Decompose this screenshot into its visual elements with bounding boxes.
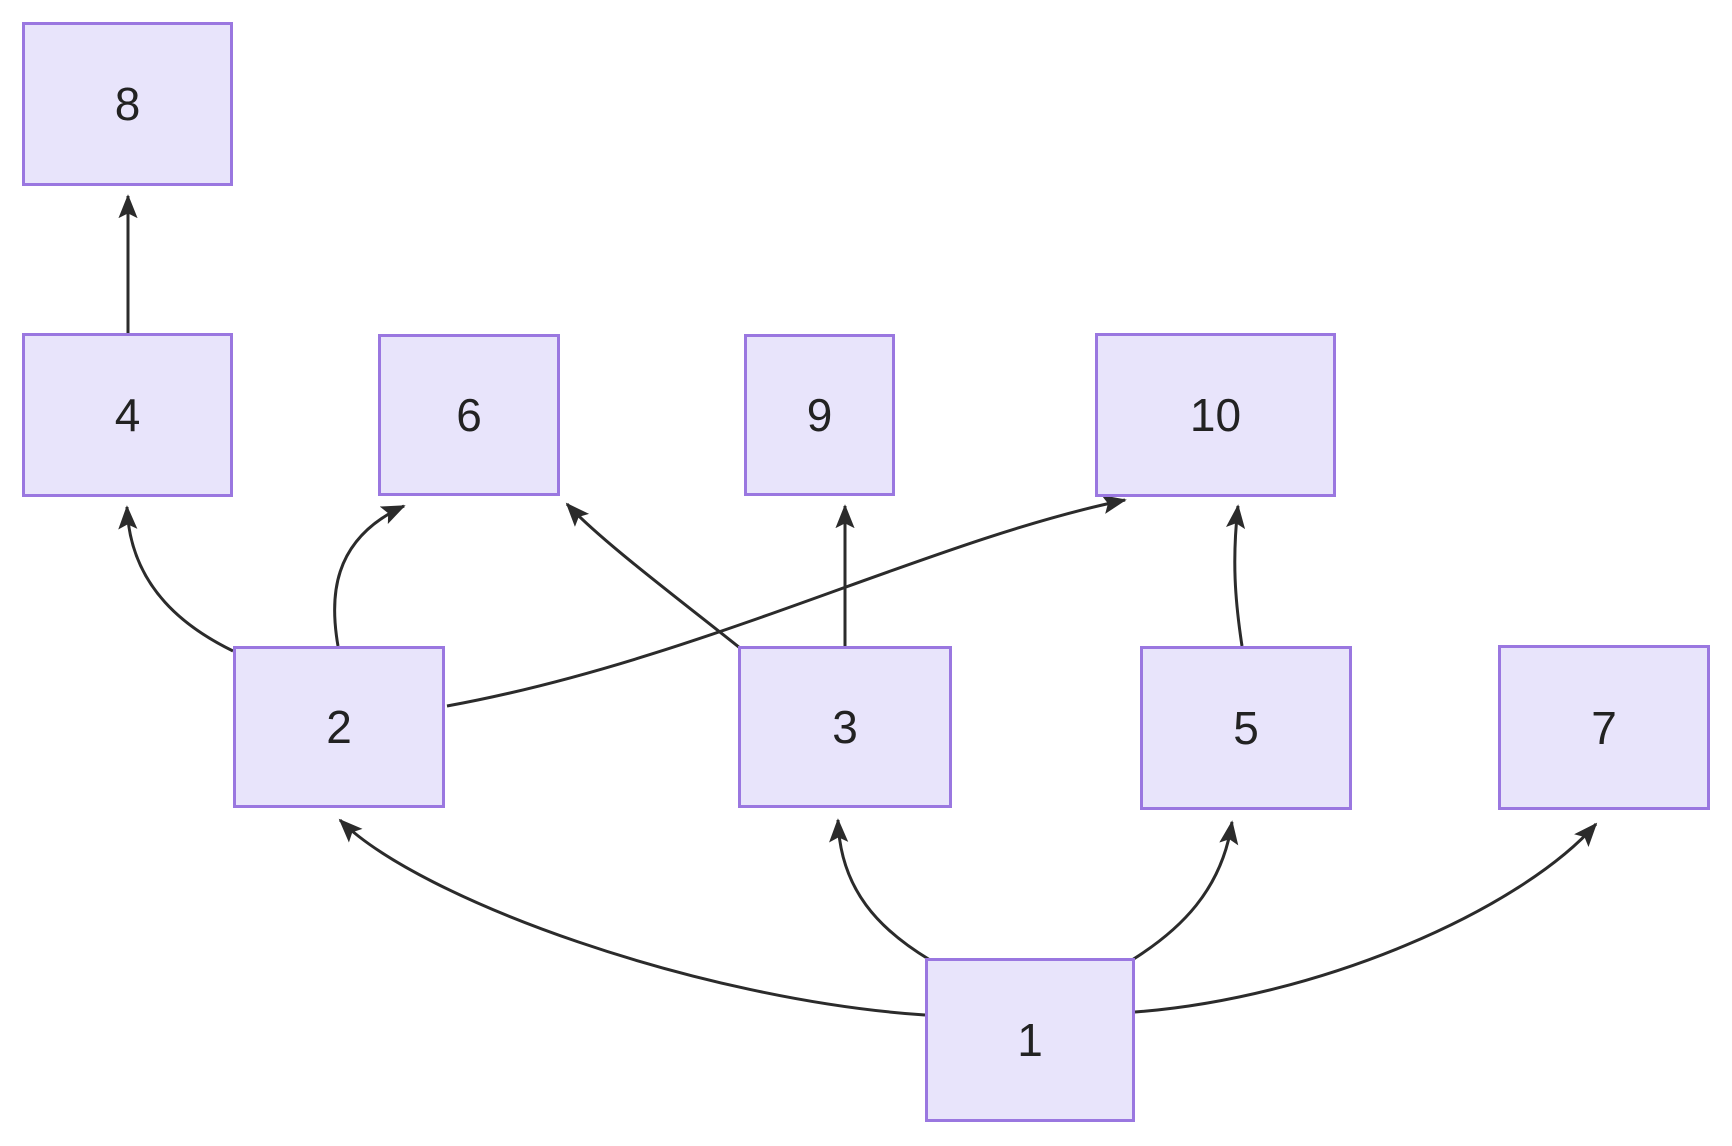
edge-3-to-6 [565,502,741,650]
graph-node-label-6: 6 [456,389,482,441]
edge-1-to-7 [1134,822,1598,1014]
graph-node-3[interactable]: 3 [738,646,952,808]
graph-node-7[interactable]: 7 [1498,645,1710,810]
graph-node-label-9: 9 [806,389,833,441]
graph-node-label-4: 4 [114,389,141,441]
edge-1-to-2 [338,818,926,1017]
graph-node-label-7: 7 [1591,701,1617,754]
graph-node-1[interactable]: 1 [925,958,1135,1122]
graph-node-6[interactable]: 6 [378,334,560,496]
graph-node-label-2: 2 [326,701,352,753]
edges-group [118,194,1598,1017]
graph-node-9[interactable]: 9 [744,334,895,496]
graph-node-label-10: 10 [1189,389,1242,441]
graph-node-10[interactable]: 10 [1095,333,1336,497]
graph-node-5[interactable]: 5 [1140,646,1352,810]
edge-2-to-4 [118,505,234,653]
graph-node-label-1: 1 [1017,1014,1043,1066]
graph-node-label-5: 5 [1233,702,1259,754]
graph-node-4[interactable]: 4 [22,333,233,497]
graph-node-2[interactable]: 2 [233,646,445,808]
edge-1-to-3 [829,818,931,962]
edge-5-to-10 [1226,504,1246,647]
edge-1-to-5 [1131,820,1239,962]
graph-node-8[interactable]: 8 [22,22,233,186]
edge-2-to-6 [333,504,406,647]
graph-node-label-8: 8 [114,78,141,130]
graph-node-label-3: 3 [832,701,858,753]
